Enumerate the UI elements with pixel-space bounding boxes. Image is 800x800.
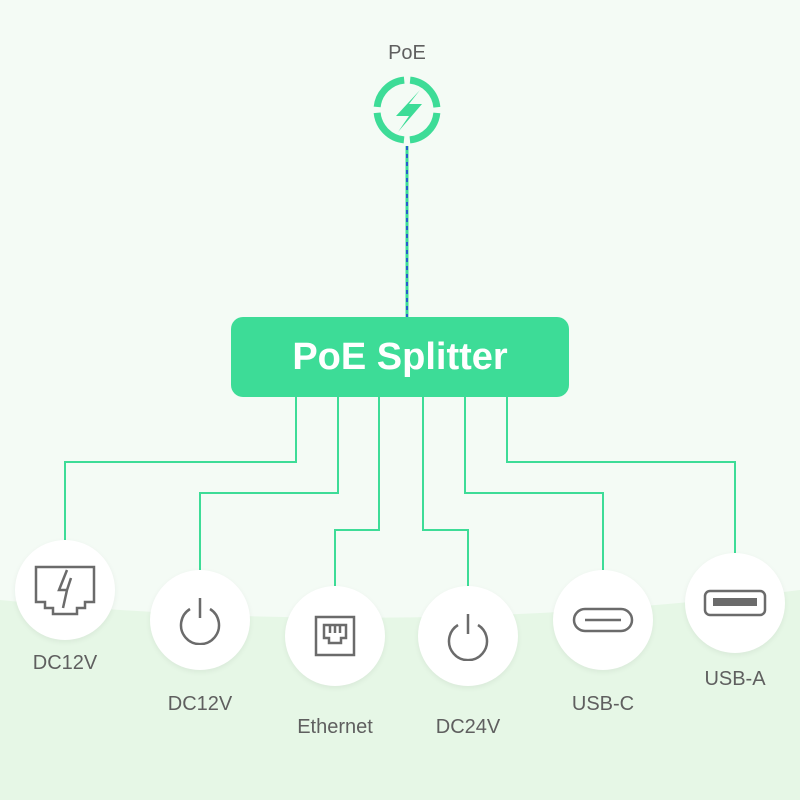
connector-3 bbox=[334, 397, 380, 586]
power-icon bbox=[179, 598, 221, 645]
output-label: DC12V bbox=[167, 693, 233, 715]
power-icon bbox=[447, 614, 489, 661]
poe-port-icon bbox=[34, 565, 96, 616]
output-node-dc24v bbox=[418, 586, 518, 686]
ethernet-port-icon bbox=[314, 615, 356, 657]
output-node-ethernet bbox=[285, 586, 385, 686]
output-node-usb-a bbox=[685, 553, 785, 653]
output-label: DC24V bbox=[435, 716, 501, 738]
output-label: USB-C bbox=[571, 693, 635, 715]
usb-c-icon bbox=[572, 607, 634, 633]
connector-6 bbox=[506, 397, 736, 553]
poe-source-label: PoE bbox=[388, 42, 426, 64]
usb-a-icon bbox=[703, 589, 767, 617]
output-node-dc12v bbox=[150, 570, 250, 670]
poe-splitter-box: PoE Splitter bbox=[231, 317, 569, 397]
connectors bbox=[64, 397, 736, 586]
ground-curve bbox=[0, 590, 800, 800]
connector-1 bbox=[64, 397, 297, 540]
connector-5 bbox=[464, 397, 604, 570]
output-label: USB-A bbox=[704, 668, 766, 690]
output-label: DC12V bbox=[32, 652, 98, 674]
connector-2 bbox=[199, 397, 339, 570]
output-node-dc12v-poe bbox=[15, 540, 115, 640]
poe-power-icon bbox=[373, 76, 441, 144]
output-node-usb-c bbox=[553, 570, 653, 670]
splitter-label: PoE Splitter bbox=[292, 335, 508, 378]
connector-4 bbox=[422, 397, 469, 586]
output-label: Ethernet bbox=[297, 716, 373, 738]
